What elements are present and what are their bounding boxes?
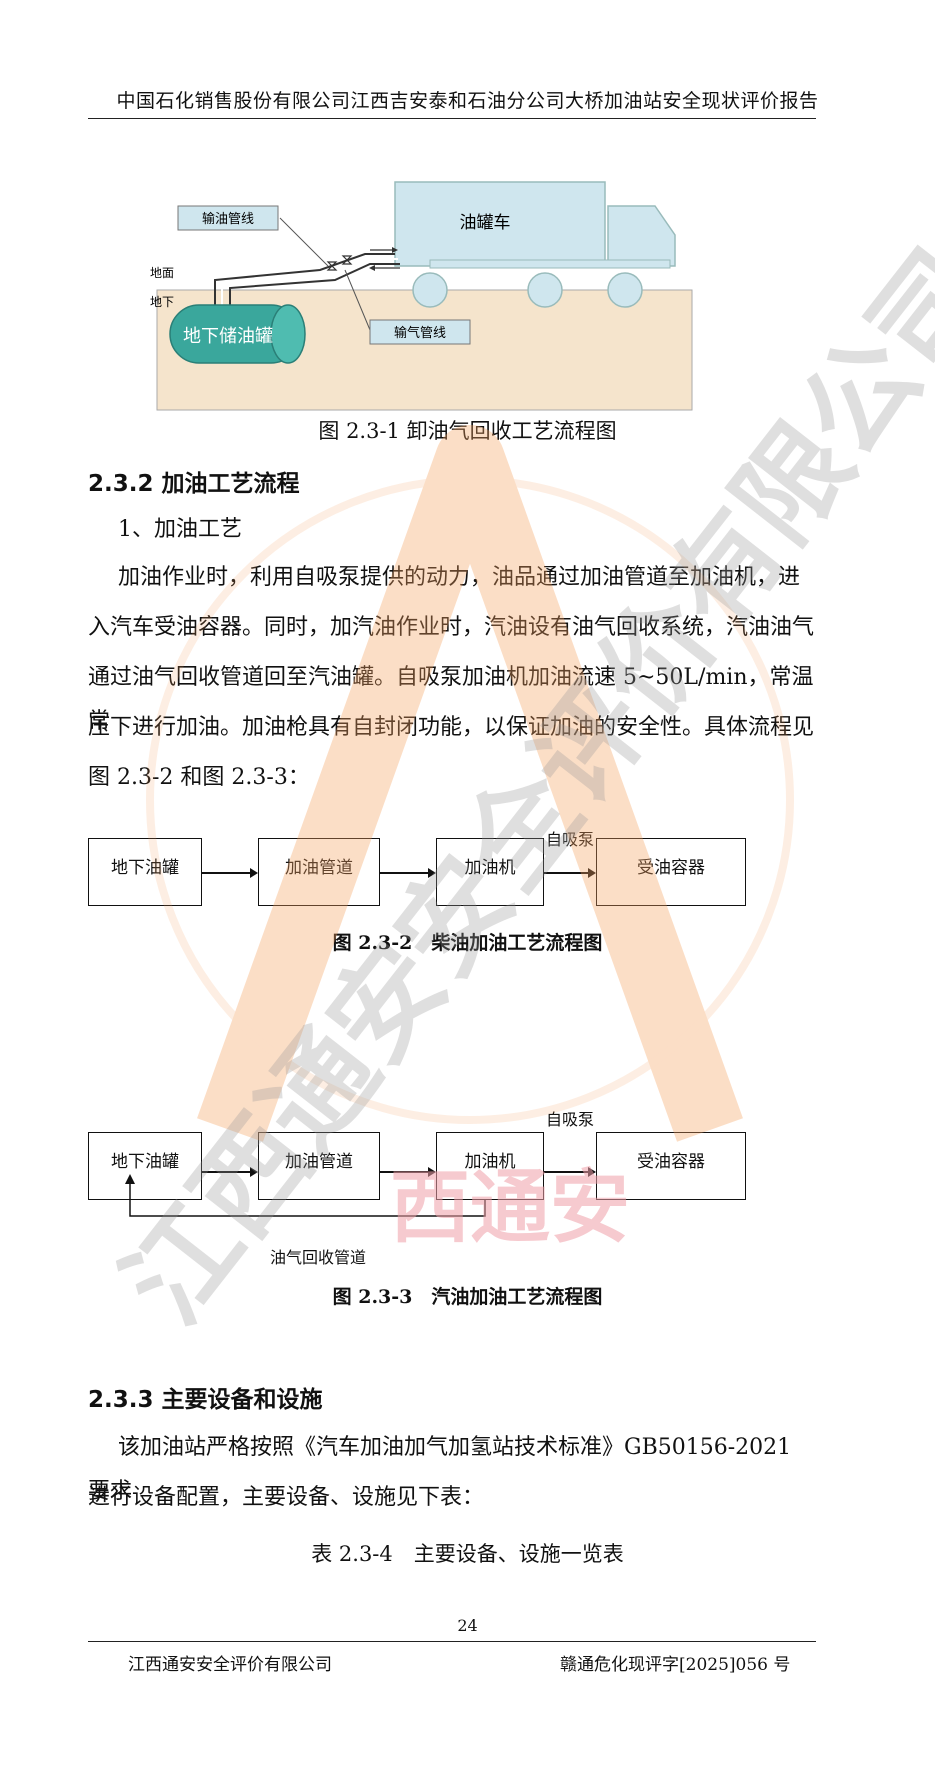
unloading-diagram: 油罐车 输油管线 输气管线 地面 地下 地下储油罐 <box>150 181 693 411</box>
paragraph-line: 加油作业时，利用自吸泵提供的动力，油品通过加油管道至加油机，进 <box>118 565 801 590</box>
table-caption: 表 2.3-4 主要设备、设施一览表 <box>311 1542 624 1566</box>
paragraph-line: 压下进行加油。加油枪具有自封闭功能，以保证加油的安全性。具体流程见 <box>88 715 815 740</box>
flow-box: 受油容器 <box>596 838 746 906</box>
section-heading: 2.3.2 加油工艺流程 <box>88 471 300 497</box>
footer-rule <box>88 1641 816 1642</box>
wheel <box>412 272 448 308</box>
flow-box: 地下油罐 <box>88 1132 202 1200</box>
return-label: 油气回收管道 <box>270 1248 367 1267</box>
paragraph-line: 入汽车受油容器。同时，加汽油作业时，汽油设有油气回收系统，汽油油气 <box>88 615 815 640</box>
paragraph-line: 通过油气回收管道回至汽油罐。自吸泵加油机加油流速 5~50L/min，常温常 <box>88 665 814 734</box>
oil-pipe-label: 输油管线 <box>202 211 254 227</box>
section-heading: 2.3.3 主要设备和设施 <box>88 1387 323 1413</box>
flow-box: 受油容器 <box>596 1132 746 1200</box>
flow-box: 地下油罐 <box>88 838 202 906</box>
header-rule <box>88 118 816 119</box>
wheel <box>607 272 643 308</box>
oil-pipe-label-box <box>177 205 279 231</box>
flow-box: 加油管道 <box>258 838 380 906</box>
tanker-cab <box>607 205 676 267</box>
pump-label: 自吸泵 <box>546 830 595 849</box>
flow-box: 加油机 <box>436 838 544 906</box>
flow3-arrows <box>125 1167 596 1217</box>
underground-label: 地下 <box>150 295 174 309</box>
pump-label: 自吸泵 <box>546 1110 595 1129</box>
page-number: 24 <box>457 1616 478 1635</box>
footer-doc-number: 赣通危化现评字[2025]056 号 <box>560 1655 791 1675</box>
figure-caption: 图 2.3-1 卸油气回收工艺流程图 <box>318 419 617 443</box>
paragraph-line: 图 2.3-2 和图 2.3-3： <box>88 765 310 790</box>
running-header: 中国石化销售股份有限公司江西吉安泰和石油分公司大桥加油站安全现状评价报告 <box>116 90 819 112</box>
tank-label: 地下储油罐 <box>183 326 273 347</box>
subheading: 1、加油工艺 <box>118 517 242 542</box>
tanker-label: 油罐车 <box>460 213 511 233</box>
flow-box: 加油管道 <box>258 1132 380 1200</box>
flow2-arrows <box>202 868 596 878</box>
vapor-pipe-label: 输气管线 <box>394 325 446 341</box>
paragraph-line: 该加油站严格按照《汽车加油加气加氢站技术标准》GB50156-2021 要求 <box>88 1435 792 1504</box>
vapor-pipe-label-box <box>369 319 471 345</box>
footer-company: 江西通安安全评价有限公司 <box>128 1655 332 1675</box>
ground-label: 地面 <box>150 266 174 280</box>
figure-caption: 图 2.3-3 汽油加油工艺流程图 <box>332 1286 603 1308</box>
wheel <box>527 272 563 308</box>
tanker-body <box>394 181 606 267</box>
paragraph-line: 进行设备配置，主要设备、设施见下表： <box>88 1485 485 1510</box>
figure-caption: 图 2.3-2 柴油加油工艺流程图 <box>332 932 603 954</box>
flow-box: 加油机 <box>436 1132 544 1200</box>
